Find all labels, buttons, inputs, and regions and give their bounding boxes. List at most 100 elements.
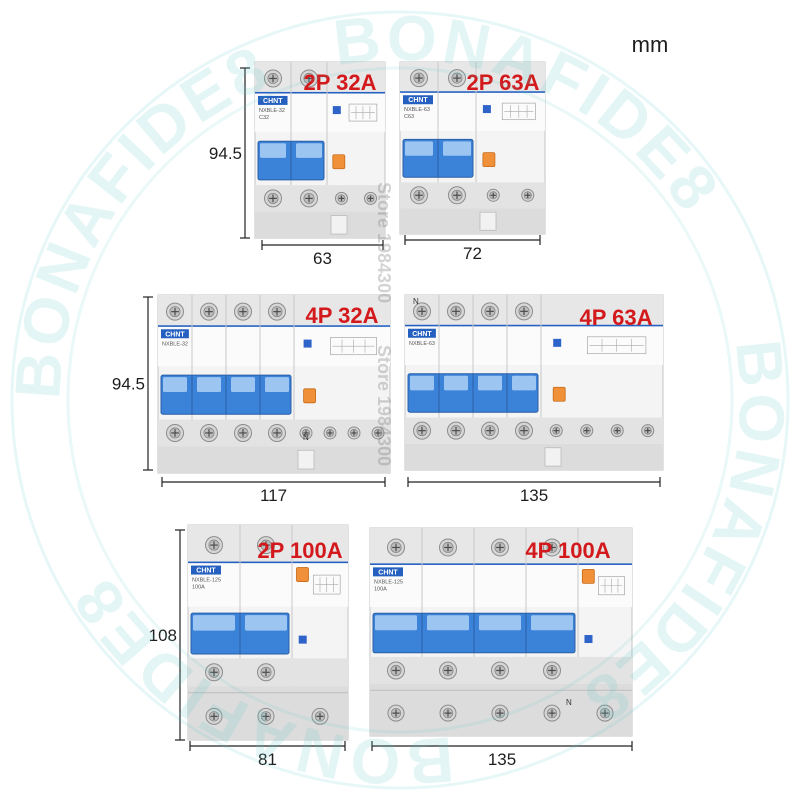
screw-icon [200,423,218,442]
circuit-diagram-frame [598,576,625,596]
product-rating-label: 4P 32A [306,303,379,328]
screw-icon [641,424,655,438]
brand-logo-text: CHNT [165,331,185,338]
test-button [332,154,346,170]
screw-icon [521,188,535,202]
screw-icon [257,663,275,682]
rating-code: C63 [404,114,414,120]
screw-icon [347,426,361,440]
height-dimension: 94.5 [112,296,153,471]
trip-indicator-window [553,338,562,347]
screw-icon [413,302,431,321]
screw-icon [549,424,563,438]
toggle-handle-face [410,375,434,391]
brand-badge [373,567,403,577]
screw-icon [257,707,275,725]
width-dimension-value: 135 [520,486,548,505]
test-button [552,386,566,402]
qc-sticker [479,211,497,231]
blue-trim-line [400,91,545,93]
screw-icon [481,421,499,440]
model-number: NXBLE-125 [374,579,403,585]
toggle-handle-face [265,377,289,392]
qc-sticker [330,215,348,235]
circuit-diagram-icon [598,576,625,596]
screw-icon [264,189,282,208]
product-rating-label: 2P 100A [257,538,342,563]
screw-icon [387,661,405,680]
screw-icon [205,663,223,682]
width-dimension: 117 [161,477,386,505]
toggle-handle-face [531,615,573,631]
screw-icon [447,421,465,440]
brand-logo-text: CHNT [263,98,283,105]
toggle-handle-face [197,377,221,392]
blue-trim-line [370,563,632,565]
screw-icon [268,423,286,442]
circuit-diagram-frame [587,336,647,355]
screw-icon [166,302,184,321]
brand-logo-text: CHNT [408,97,428,104]
blue-trim-line [255,91,385,94]
toggle-handle-face [193,615,235,631]
screw-icon [257,536,275,555]
circuit-diagram-frame [348,103,378,122]
width-dimension-value: 135 [488,750,516,769]
screw-icon [515,302,533,321]
trip-indicator-window [332,106,341,115]
test-button [581,568,595,584]
width-dimension: 81 [189,741,346,769]
screw-icon [543,704,561,722]
toggle-handle-face [231,377,255,392]
product-rating-label: 2P 63A [467,70,540,95]
width-dimension: 135 [407,477,661,505]
screw-icon [371,426,385,440]
height-dimension: 94.5 [209,67,250,239]
screw-icon [234,302,252,321]
screw-icon [387,704,405,722]
toggle-handle-face [245,615,287,631]
screw-icon [205,536,223,555]
screw-icon [300,189,318,208]
test-button [303,388,317,404]
neutral-terminal-label: N [566,698,572,707]
toggle-handle-face [375,615,417,631]
screw-icon [234,423,252,442]
model-number: NXBLE-32 [259,108,285,114]
label-strip [158,325,390,367]
screw-icon [439,661,457,680]
screw-icon [515,421,533,440]
width-dimension-value: 81 [258,750,277,769]
width-dimension-value: 117 [260,486,287,505]
screw-icon [448,69,466,88]
screw-icon [610,424,624,438]
blue-trim-line [158,325,390,327]
trip-indicator-window [482,105,491,114]
toggle-handle-face [405,141,433,156]
qc-sticker [544,447,562,467]
screw-icon [486,188,500,202]
screw-icon [323,426,337,440]
test-button [296,567,309,582]
toggle-handle-face [444,375,468,391]
width-dimension-value: 63 [313,249,332,268]
width-dimension: 63 [261,240,384,268]
height-dimension: 108 [149,529,185,741]
circuit-diagram-frame [330,337,377,356]
screw-icon [580,424,594,438]
screw-icon [596,704,614,722]
height-dimension-value: 108 [149,626,177,645]
screw-icon [264,69,282,88]
mounting-base [400,208,545,234]
toggle-handle-face [260,143,286,158]
model-number: NXBLE-63 [409,341,435,347]
toggle-handle-face [427,615,469,631]
brand-badge [191,565,221,575]
mounting-base [405,443,663,470]
width-dimension-value: 72 [463,244,482,263]
